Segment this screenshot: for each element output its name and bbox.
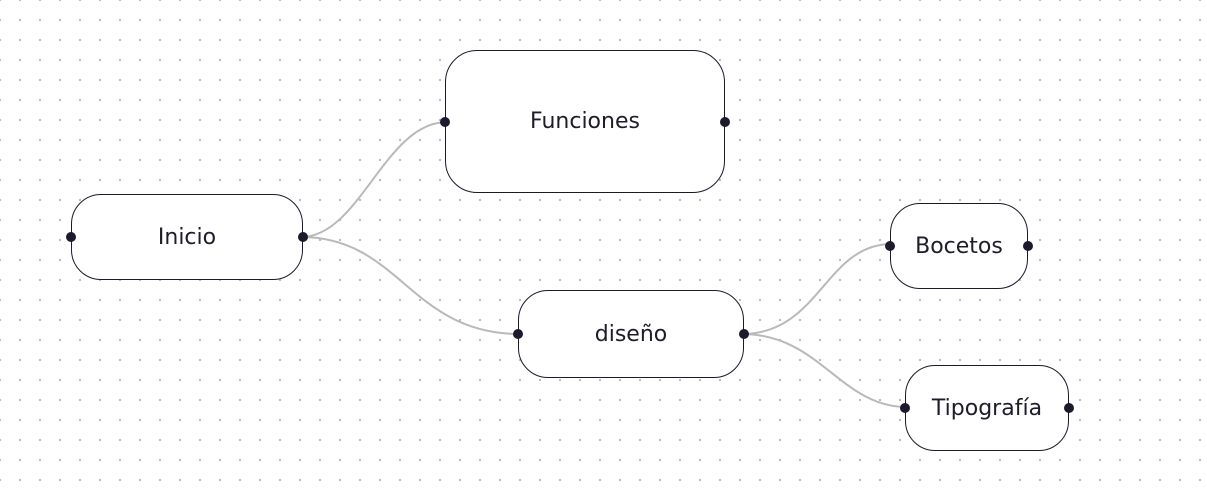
node-bocetos[interactable]: Bocetos: [885, 203, 1033, 289]
node-tipografia[interactable]: Tipografía: [900, 365, 1074, 451]
node-inicio-label: Inicio: [157, 224, 217, 250]
node-inicio[interactable]: Inicio: [66, 194, 308, 280]
node-bocetos-output-handle[interactable]: [1023, 241, 1033, 251]
node-diseno[interactable]: diseño: [513, 290, 749, 378]
edge-inicio-funciones: [300, 121, 448, 238]
node-funciones-label: Funciones: [530, 109, 640, 134]
node-inicio-output-handle[interactable]: [298, 232, 308, 242]
node-inicio-input-handle[interactable]: [66, 232, 76, 242]
edge-inicio-diseno: [300, 236, 521, 335]
node-funciones-output-handle[interactable]: [720, 116, 730, 127]
edge-diseno-tipografia: [741, 333, 908, 408]
node-funciones-input-handle[interactable]: [440, 116, 450, 127]
node-diseno-input-handle[interactable]: [513, 329, 523, 339]
node-funciones[interactable]: Funciones: [440, 50, 730, 193]
node-tipografia-input-handle[interactable]: [900, 403, 910, 413]
node-bocetos-label: Bocetos: [915, 233, 1003, 259]
node-tipografia-label: Tipografía: [931, 395, 1043, 421]
edge-diseno-bocetos: [741, 243, 893, 335]
node-tipografia-output-handle[interactable]: [1064, 403, 1074, 413]
node-bocetos-input-handle[interactable]: [885, 241, 895, 251]
node-diseno-output-handle[interactable]: [739, 329, 749, 339]
node-diseno-label: diseño: [594, 321, 668, 347]
